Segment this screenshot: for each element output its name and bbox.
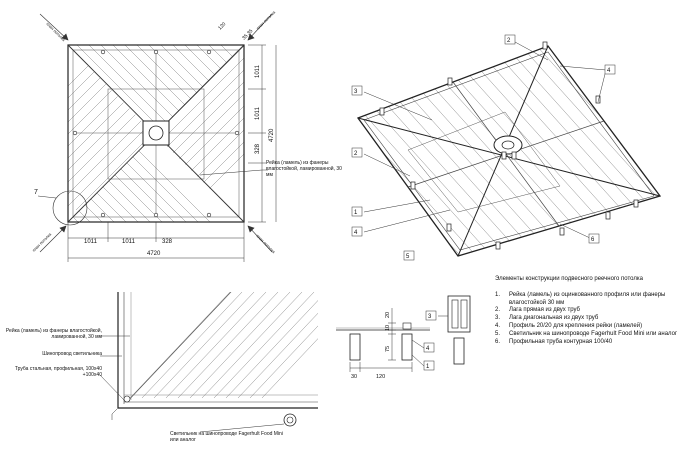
legend-item-number: 1. <box>495 291 501 298</box>
legend-item-text: Рейка (ламель) из оцинкованного профиля … <box>509 291 666 306</box>
iso-center-hub <box>493 135 523 155</box>
plan-callout-note-box: Рейка (ламель) из фанеры влагостойкой, л… <box>266 160 342 178</box>
detail-left-leaders <box>99 335 285 433</box>
dim-1011-left: 1011 <box>84 239 98 245</box>
legend-item-text: Лага диагональная из двух труб <box>509 315 599 322</box>
view-arrow-label-bl: план потолка <box>31 231 53 253</box>
plan-hatch-bottom <box>68 135 244 222</box>
dim-30: 30 <box>351 374 357 380</box>
detail-right-label-3: 3 <box>428 314 432 320</box>
detail-left-luminaire <box>283 413 297 427</box>
dim-1011-mid: 1011 <box>122 239 136 245</box>
view-arrows <box>39 13 273 253</box>
iso-leaders <box>363 41 607 239</box>
dim-120-detail: 120 <box>376 374 385 380</box>
view-arrow-label-br: план потолка <box>255 233 277 255</box>
iso-middle-square <box>407 111 561 213</box>
detail-right-label-1: 1 <box>426 364 430 370</box>
legend-item-number: 2. <box>495 307 501 314</box>
view-arrow-label-tr: план потолка <box>255 9 277 31</box>
detail-right-tube <box>447 295 471 333</box>
legend-item-number: 5. <box>495 330 501 337</box>
dim-20: 20 <box>385 312 391 318</box>
legend-item-3: 3. Лага диагональная из двух труб <box>495 315 691 323</box>
legend-item-number: 4. <box>495 322 501 329</box>
detail-left-note-slat: Рейка (ламель) из фанеры влагостойкой, л… <box>5 328 102 340</box>
iso-label-4-bottom: 4 <box>354 230 358 236</box>
detail-right-label-4: 4 <box>426 346 430 352</box>
dim-1011-right-top: 1011 <box>255 64 261 78</box>
plan-callout-note: Рейка (ламель) из фанеры влагостойкой, л… <box>266 160 342 178</box>
dim-4720-bottom: 4720 <box>147 251 161 257</box>
dim-10: 10 <box>385 325 391 331</box>
view-arrow-label-tl: план потолка <box>45 21 67 43</box>
legend-item-1: 1. Рейка (ламель) из оцинкованного профил… <box>495 292 691 308</box>
detail-circle-7 <box>52 190 88 226</box>
legend-item-number: 6. <box>495 338 501 345</box>
iso-hangers <box>379 41 639 250</box>
iso-label-1: 1 <box>354 210 358 216</box>
iso-label-6: 6 <box>591 237 595 243</box>
iso-label-5: 5 <box>406 254 410 260</box>
legend-item-text: Профиль 20/20 для крепления рейки (ламел… <box>509 322 643 329</box>
legend-title: Элементы конструкции подвесного реечного… <box>495 276 643 282</box>
detail-left-note-track: Шинопровод светильника <box>42 351 102 357</box>
legend-item-2: 2. Лага прямая из двух труб <box>495 307 691 315</box>
iso-inner-frame <box>363 51 655 251</box>
legend-item-text: Профильная труба контурная 100/40 <box>509 338 613 345</box>
legend-item-number: 3. <box>495 315 501 322</box>
plan-center-ring <box>148 125 164 141</box>
legend-item-5: 5. Светильник на шинопроводе Fagerhult Fo… <box>495 331 691 339</box>
plan-dimension-lines <box>67 44 277 262</box>
detail-right-slat-1 <box>349 333 361 361</box>
detail-right-slat-2 <box>401 333 413 361</box>
detail-circle-label: 7 <box>34 189 38 196</box>
isometric-view: 2 3 4 2 1 4 5 6 <box>351 34 662 261</box>
detail-right-dims <box>349 308 448 372</box>
legend-item-4: 4. Профиль 20/20 для крепления рейки (лам… <box>495 323 691 331</box>
iso-label-3: 3 <box>354 89 358 95</box>
iso-label-2-top: 2 <box>507 38 511 44</box>
detail-right-slat-3 <box>453 337 465 365</box>
dim-75: 75 <box>385 346 391 352</box>
legend: Элементы конструкции подвесного реечного… <box>495 276 691 346</box>
detail-left-note-luminaire: Светильник на шинопроводе Fagerhult Food… <box>170 431 283 443</box>
dim-328-right: 328 <box>255 143 261 154</box>
iso-label-2-left: 2 <box>354 151 358 157</box>
detail-left: Рейка (ламель) из фанеры влагостойкой, л… <box>5 292 318 443</box>
plan-hatch-left <box>68 45 155 211</box>
dim-4720-right: 4720 <box>269 128 275 142</box>
legend-item-text: Светильник на шинопроводе Fagerhult Food… <box>509 330 678 337</box>
plan-pins <box>72 49 240 218</box>
iso-label-4-top: 4 <box>607 68 611 74</box>
legend-item-text: Лага прямая из двух труб <box>509 307 580 314</box>
detail-right: 20 10 75 30 120 3 4 1 <box>336 295 471 380</box>
dim-328-bottom: 328 <box>162 239 173 245</box>
dim-120: 120 <box>217 21 227 31</box>
iso-diagonal-1 <box>357 117 661 197</box>
dim-1011-right-mid: 1011 <box>255 106 261 120</box>
plan-view: план потолка план потолка план потолка п… <box>31 9 342 262</box>
legend-item-6: 6. Профильная труба контурная 100/40 <box>495 339 691 347</box>
detail-left-note-tube: Труба стальная, профильная, 100х40 +100х… <box>14 366 102 378</box>
